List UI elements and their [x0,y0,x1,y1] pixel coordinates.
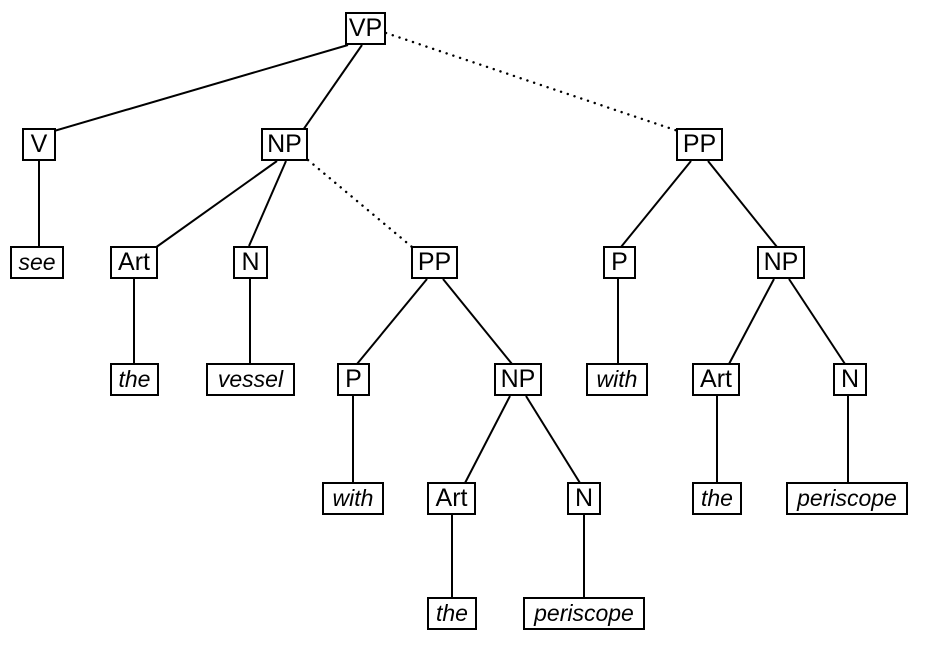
tree-node-label: Art [118,248,150,276]
tree-node-label: PP [417,248,452,276]
tree-node-label: with [332,485,374,511]
tree-node-v: V [22,128,56,161]
tree-node-label: the [436,600,468,626]
tree-edge-np_mid-to-n_mid [525,395,581,484]
tree-node-see: see [10,246,64,279]
tree-node-label: N [241,248,260,276]
tree-node-label: N [574,484,594,512]
tree-node-the_r: the [692,482,742,515]
tree-node-label: P [611,248,628,276]
tree-node-with_m: with [322,482,384,515]
tree-edge-np_mid-to-art_mid [464,395,511,484]
tree-node-p_mid: P [337,363,370,396]
tree-node-p_right: P [603,246,636,279]
tree-node-label: NP [267,130,302,158]
tree-node-label: N [840,365,860,393]
tree-edge-np1-to-art1 [154,160,278,249]
tree-edge-np_right-to-n_right [788,278,846,365]
tree-node-n_mid: N [567,482,601,515]
tree-node-art_mid: Art [427,482,476,515]
tree-node-label: periscope [534,600,634,626]
tree-edge-pp_mid-to-np_mid [442,278,513,365]
tree-node-label: with [596,366,638,392]
tree-node-pp_mid: PP [411,246,458,279]
tree-node-persc_r: periscope [786,482,908,515]
tree-node-label: P [345,365,362,393]
tree-edge-np1-to-n1 [248,160,287,247]
tree-node-vp: VP [345,12,386,45]
tree-node-pp_right: PP [676,128,723,161]
tree-node-art_right: Art [692,363,740,396]
tree-node-label: VP [348,14,383,42]
tree-node-art1: Art [110,246,158,279]
tree-node-np_mid: NP [494,363,542,396]
tree-node-label: the [118,366,151,392]
tree-node-label: V [30,130,48,158]
tree-node-label: the [701,485,733,511]
tree-edge-pp_right-to-p_right [620,160,692,248]
tree-node-label: see [18,249,56,275]
tree-node-with_r: with [586,363,648,396]
tree-node-label: vessel [217,366,284,392]
tree-edge-vp-to-v [53,44,349,132]
tree-node-np_right: NP [757,246,805,279]
tree-node-persc_m: periscope [523,597,645,630]
tree-node-the_m: the [427,597,477,630]
tree-node-the1: the [110,363,159,396]
tree-node-label: PP [682,130,717,158]
tree-node-np1: NP [261,128,308,161]
tree-node-vessel: vessel [206,363,295,396]
tree-node-label: Art [700,365,732,393]
tree-node-label: NP [500,365,536,393]
tree-edge-vp-to-pp_right [384,31,680,133]
tree-edge-pp_right-to-np_right [707,160,778,248]
tree-node-label: NP [763,248,799,276]
tree-node-n_right: N [833,363,867,396]
tree-node-label: Art [435,484,468,512]
tree-edge-np1-to-pp_mid [306,158,414,249]
tree-node-n1: N [233,246,268,279]
tree-node-label: periscope [797,485,897,511]
tree-edge-pp_mid-to-p_mid [356,278,428,365]
tree-edge-np_right-to-art_right [728,278,775,365]
tree-edge-vp-to-np1 [302,44,363,131]
